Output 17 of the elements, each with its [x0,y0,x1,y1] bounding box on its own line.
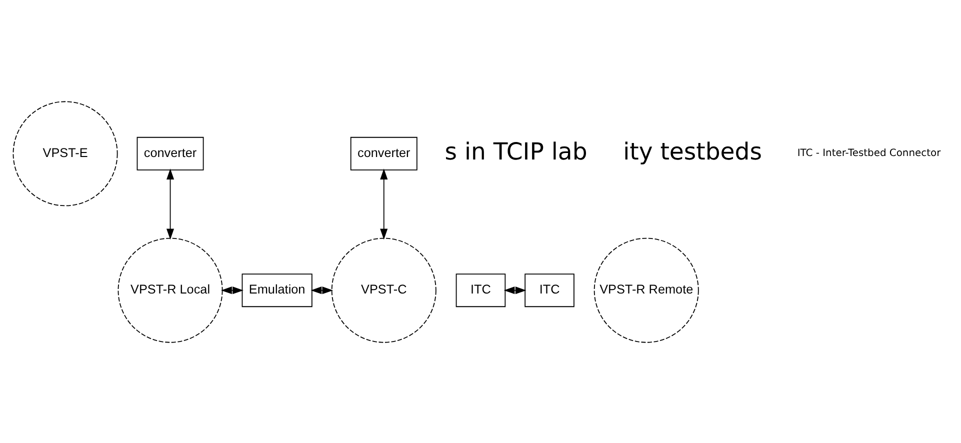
node-box: Emulation [242,273,312,307]
label: s in TCIP lab [444,136,588,165]
node-circle: VPST-R Remote [594,237,699,342]
node-circle: VPST-E [12,100,118,206]
arrow [504,286,526,294]
node-circle: VPST-C [331,237,436,342]
node-circle: VPST-R Local [118,237,223,342]
node-box: ITC [456,273,506,307]
node-box: converter [136,136,204,170]
node-box: ITC [524,273,574,307]
arrow [380,168,388,240]
arrow [166,168,174,240]
arrow [221,286,244,294]
label: ITC - Inter-Testbed Connector [797,148,941,159]
arrow [310,286,334,294]
label: ity testbeds [623,136,762,165]
node-box: converter [350,136,418,170]
